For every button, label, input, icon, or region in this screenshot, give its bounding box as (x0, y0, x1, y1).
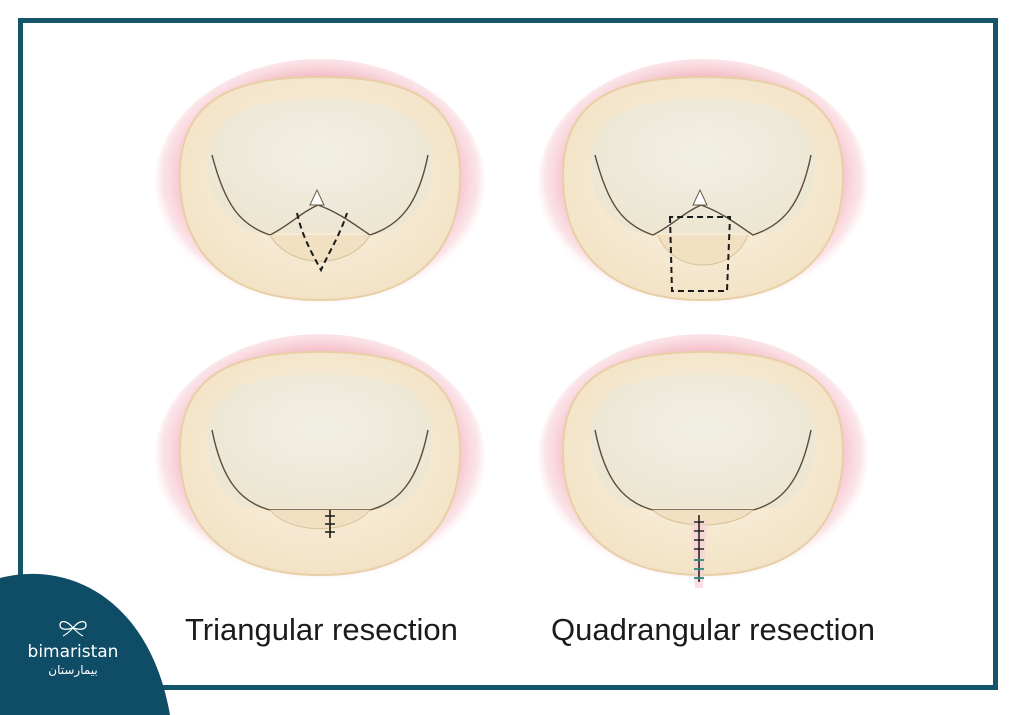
logo-name: bimaristan (27, 642, 119, 662)
valve-quadrangular-repaired (533, 330, 873, 600)
logo-subtitle: بيمارستان (48, 663, 98, 677)
valve-triangular-repaired (150, 330, 490, 600)
valve-quadrangular-marked (533, 55, 873, 325)
valve-triangular-marked (150, 55, 490, 325)
label-quadrangular-resection: Quadrangular resection (551, 612, 875, 647)
bimaristan-logo: bimaristan بيمارستان (8, 618, 138, 678)
butterfly-icon (59, 620, 87, 637)
label-triangular-resection: Triangular resection (185, 612, 458, 647)
